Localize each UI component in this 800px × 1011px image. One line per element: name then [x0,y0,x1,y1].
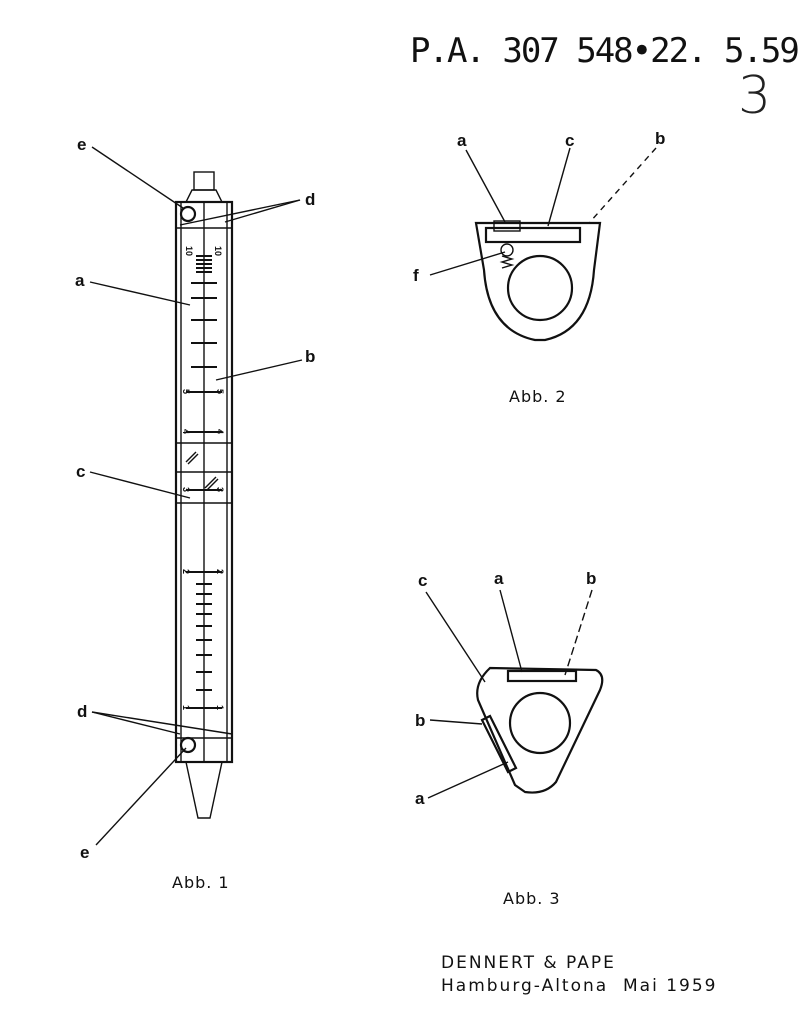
fig3-label-c: c [418,571,427,590]
pencil-cap-cone [184,189,224,203]
left-strip [480,714,518,774]
hole-e-top [179,205,197,223]
label-e-bottom: e [80,843,89,862]
top-strip [506,669,578,683]
scale-number: 1 [181,705,191,710]
figure-1-ruler-pencil: 10 10 5 5 4 4 3 3 2 2 1 1 e d a b c d e … [75,135,315,892]
caption-abb-1: Abb. 1 [172,873,230,892]
label-d-top: d [305,190,315,209]
scale-number: 3 [181,487,191,492]
sheet-number: 3 [738,66,771,126]
scale-number: 5 [215,389,225,394]
pencil-cap-top [193,171,215,191]
scale-number: 10 [184,246,194,256]
bore-circle [506,254,574,322]
triangular-body [476,666,604,794]
fig2-label-b: b [655,129,665,148]
bore-circle [508,691,572,755]
caption-abb-2: Abb. 2 [509,387,567,406]
strip-a [493,220,521,232]
fig3-label-b-top: b [586,569,596,588]
label-b: b [305,347,315,366]
fig3-label-b-left: b [415,711,425,730]
company-name: DENNERT & PAPE [441,953,616,973]
scale-number: 4 [215,429,225,434]
caption-abb-3: Abb. 3 [503,889,561,908]
pencil-tip [185,761,223,819]
scale-number: 5 [181,389,191,394]
place-date: Hamburg-Altona Mai 1959 [441,976,717,996]
scale-strip-c [484,226,582,244]
fig2-label-a: a [457,131,467,150]
figure-2-cross-section: a c b f Abb. 2 [413,129,665,406]
hole-e-bottom [179,736,197,754]
fig3-label-a-bottom: a [415,789,425,808]
scale-number: 2 [215,569,225,574]
fig2-label-c: c [565,131,574,150]
scale-number: 1 [215,705,225,710]
label-d-bottom: d [77,702,87,721]
section-body [474,221,602,342]
fig2-label-f: f [413,266,419,285]
label-e-top: e [77,135,86,154]
fig3-label-a-top: a [494,569,504,588]
spring-f [500,243,514,257]
label-a: a [75,271,85,290]
scale-number: 4 [181,429,191,434]
scale-number: 2 [181,569,191,574]
scale-number: 3 [215,487,225,492]
scale-ticks [186,255,222,709]
scale-number: 10 [213,246,223,256]
figure-3-cross-section: c a b b a Abb. 3 [415,569,604,908]
label-c: c [76,462,85,481]
patent-stamp: P.A. 307 548•22. 5.59 [410,31,798,71]
scale-numbers: 10 10 5 5 4 4 3 3 2 2 1 1 [181,246,225,710]
